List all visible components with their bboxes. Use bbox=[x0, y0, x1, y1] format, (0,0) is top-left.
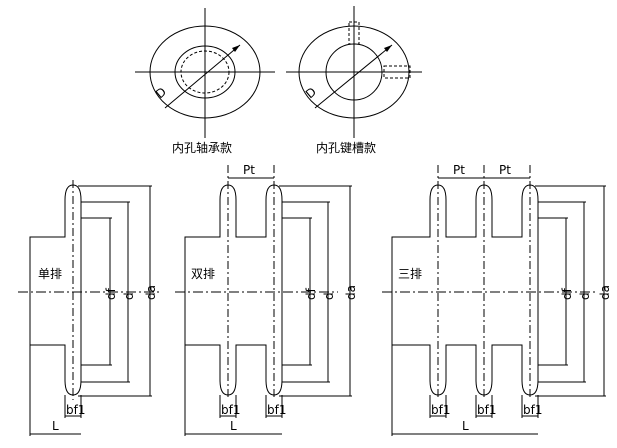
sprocket-outline bbox=[391, 184, 539, 396]
bf1-label: bf1 bbox=[267, 403, 286, 417]
pt-label: Pt bbox=[499, 163, 511, 177]
side-view-single: df d da bf1 L 单排 bbox=[18, 180, 160, 436]
df-label: df bbox=[104, 287, 118, 300]
da-label: da bbox=[598, 285, 612, 300]
side-view-triple: Pt Pt df d da bf1 bf1 bf1 L 三排 bbox=[382, 163, 612, 436]
bore-dim-label: D bbox=[303, 85, 319, 102]
triple-row-label: 三排 bbox=[398, 267, 422, 281]
top-view-keyway: D 内孔键槽款 bbox=[286, 6, 422, 155]
d-label: d bbox=[578, 292, 592, 300]
dim-arrow-icon bbox=[232, 45, 240, 52]
dim-arrow-icon bbox=[384, 45, 392, 52]
bf1-label: bf1 bbox=[431, 403, 450, 417]
sprocket-outline bbox=[29, 184, 82, 396]
df-label: df bbox=[560, 287, 574, 300]
L-label: L bbox=[52, 419, 59, 433]
side-view-double: Pt df d da bf1 bf1 L 双排 bbox=[175, 163, 358, 436]
d-label: d bbox=[122, 292, 136, 300]
L-label: L bbox=[230, 419, 237, 433]
bf1-label: bf1 bbox=[477, 403, 496, 417]
keyway-slot-right bbox=[383, 65, 411, 79]
double-row-label: 双排 bbox=[191, 267, 215, 281]
diameter-line bbox=[164, 44, 241, 109]
bf1-label: bf1 bbox=[66, 403, 85, 417]
bore-dim-label: D bbox=[153, 85, 169, 102]
single-row-label: 单排 bbox=[38, 267, 62, 281]
bf1-label: bf1 bbox=[221, 403, 240, 417]
pt-label: Pt bbox=[243, 163, 255, 177]
d-label: d bbox=[322, 292, 336, 300]
bf1-label: bf1 bbox=[523, 403, 542, 417]
bearing-caption: 内孔轴承款 bbox=[172, 140, 232, 155]
L-label: L bbox=[462, 419, 469, 433]
df-label: df bbox=[304, 287, 318, 300]
sprocket-outline bbox=[184, 184, 283, 396]
da-label: da bbox=[344, 285, 358, 300]
keyway-slot-top bbox=[348, 21, 360, 45]
pt-label: Pt bbox=[453, 163, 465, 177]
keyway-caption: 内孔键槽款 bbox=[316, 141, 376, 155]
top-view-bearing: D 内孔轴承款 bbox=[135, 8, 275, 155]
diameter-line bbox=[314, 44, 393, 109]
da-label: da bbox=[144, 285, 158, 300]
